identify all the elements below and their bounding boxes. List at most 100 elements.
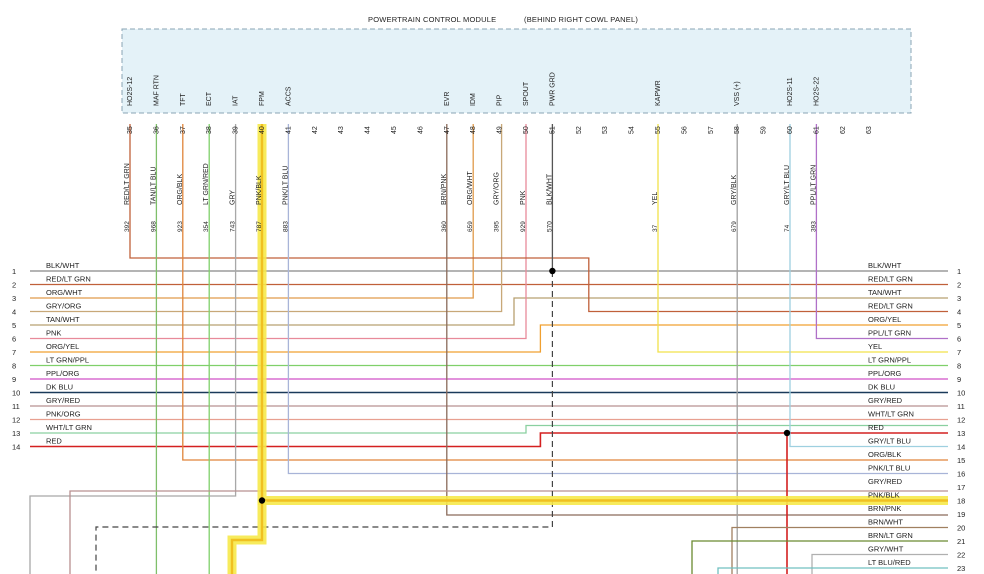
circuit-number-41: 883	[282, 221, 289, 232]
right-row-number-7: 7	[957, 348, 961, 357]
wire-pin-61	[815, 124, 948, 340]
wire-color-label-41: PNK/LT BLU	[282, 166, 289, 205]
circuit-number-49: 395	[494, 221, 501, 232]
pin-name-40: FPM	[259, 91, 266, 106]
circuit-number-55: 37	[652, 224, 659, 232]
pin-name-61: HO2S-22	[813, 77, 820, 106]
wire-brn-ltgrn-21	[691, 540, 948, 574]
pin-number-56: 56	[681, 126, 688, 134]
left-row-label-10: DK BLU	[46, 383, 73, 392]
right-row-label-14: GRY/LT BLU	[868, 437, 911, 446]
pin-number-58: 58	[734, 126, 741, 134]
right-row-label-8: LT GRN/PPL	[868, 356, 911, 365]
pin-name-60: HO2S-11	[787, 77, 794, 106]
left-row-label-9: PPL/ORG	[46, 369, 80, 378]
left-row-label-4: GRY/ORG	[46, 302, 81, 311]
pin-number-41: 41	[285, 126, 292, 134]
circuit-number-37: 923	[177, 221, 184, 232]
highlight-fpm-branch-glow	[227, 500, 267, 574]
right-row-label-2: RED/LT GRN	[868, 275, 913, 284]
pin-number-42: 42	[312, 126, 319, 134]
pin-name-39: IAT	[233, 95, 240, 106]
wire-brn-wht-20	[731, 526, 948, 574]
wire-pin-35	[129, 124, 948, 313]
circuit-number-60: 74	[784, 224, 791, 232]
pin-number-45: 45	[391, 126, 398, 134]
right-row-number-4: 4	[957, 308, 961, 317]
right-row-number-8: 8	[957, 362, 961, 371]
left-row-label-14: RED	[46, 437, 62, 446]
wire-left-13	[30, 424, 948, 434]
pin-number-54: 54	[629, 126, 636, 134]
splice-dot-fpm	[258, 497, 266, 504]
wire-color-label-37: ORG/BLK	[177, 174, 184, 205]
right-row-number-19: 19	[957, 510, 965, 519]
right-row-number-14: 14	[957, 443, 965, 452]
right-row-number-21: 21	[957, 537, 965, 546]
left-row-number-13: 13	[12, 429, 20, 438]
wire-pin-47	[446, 124, 948, 516]
pin-number-49: 49	[497, 126, 504, 134]
pin-number-43: 43	[338, 126, 345, 134]
wire-left-14	[30, 432, 948, 448]
pin-number-39: 39	[233, 126, 240, 134]
left-row-number-12: 12	[12, 416, 20, 425]
wire-color-label-55: YEL	[652, 192, 659, 205]
wire-left-5	[30, 297, 948, 326]
wire-pin-40-branch	[230, 500, 264, 574]
pin-name-47: EVR	[444, 92, 451, 106]
wire-color-label-60: GRY/LT BLU	[784, 165, 791, 205]
right-row-label-4: RED/LT GRN	[868, 302, 913, 311]
pin-number-59: 59	[761, 126, 768, 134]
pin-number-62: 62	[840, 126, 847, 134]
right-row-number-17: 17	[957, 483, 965, 492]
wire-pin-60	[789, 124, 948, 448]
right-row-number-15: 15	[957, 456, 965, 465]
pin-name-58: VSS (+)	[734, 81, 741, 106]
left-row-number-8: 8	[12, 362, 16, 371]
wire-color-label-39: GRY	[230, 190, 237, 205]
pin-number-55: 55	[655, 126, 662, 134]
right-row-label-12: WHT/LT GRN	[868, 410, 914, 419]
right-row-number-23: 23	[957, 564, 965, 573]
pin-name-50: SPOUT	[523, 81, 530, 106]
wire-gry-red-17	[69, 490, 948, 574]
wire-color-label-50: PNK	[520, 190, 527, 205]
pin-number-38: 38	[206, 126, 213, 134]
pcm-module-box	[121, 28, 912, 114]
right-row-number-6: 6	[957, 335, 961, 344]
left-row-number-6: 6	[12, 335, 16, 344]
right-row-label-17: GRY/RED	[868, 477, 903, 486]
right-row-label-23: LT BLU/RED	[868, 558, 911, 567]
right-row-number-11: 11	[957, 402, 965, 411]
wire-ltblu-red-23	[717, 567, 948, 574]
pin-name-55: KAPWR	[655, 80, 662, 106]
circuit-number-39: 743	[230, 221, 237, 232]
wire-pin-37	[182, 124, 948, 461]
left-row-label-13: WHT/LT GRN	[46, 423, 92, 432]
right-row-number-16: 16	[957, 470, 965, 479]
right-row-number-3: 3	[957, 294, 961, 303]
right-row-label-19: BRN/PNK	[868, 504, 901, 513]
left-row-number-3: 3	[12, 294, 16, 303]
right-row-number-1: 1	[957, 267, 961, 276]
pin-number-48: 48	[470, 126, 477, 134]
right-row-label-16: PNK/LT BLU	[868, 464, 910, 473]
wire-color-label-36: TAN/LT BLU	[150, 166, 157, 205]
left-row-label-8: LT GRN/PPL	[46, 356, 89, 365]
wire-color-label-49: GRY/ORG	[494, 172, 501, 205]
module-location: (BEHIND RIGHT COWL PANEL)	[524, 15, 638, 24]
highlight-fpm-glow	[257, 124, 948, 505]
wire-color-label-35: RED/LT GRN	[124, 163, 131, 205]
circuit-number-48: 659	[467, 221, 474, 232]
right-row-number-9: 9	[957, 375, 961, 384]
right-row-number-5: 5	[957, 321, 961, 330]
wire-color-label-58: GRY/BLK	[731, 174, 738, 205]
right-row-label-21: BRN/LT GRN	[868, 531, 913, 540]
pin-name-48: IDM	[470, 93, 477, 106]
wire-pin-40	[260, 124, 948, 502]
pin-number-44: 44	[365, 126, 372, 134]
pin-number-37: 37	[180, 126, 187, 134]
wire-color-label-51: BLK/WHT	[546, 173, 553, 205]
right-row-label-20: BRN/WHT	[868, 518, 903, 527]
